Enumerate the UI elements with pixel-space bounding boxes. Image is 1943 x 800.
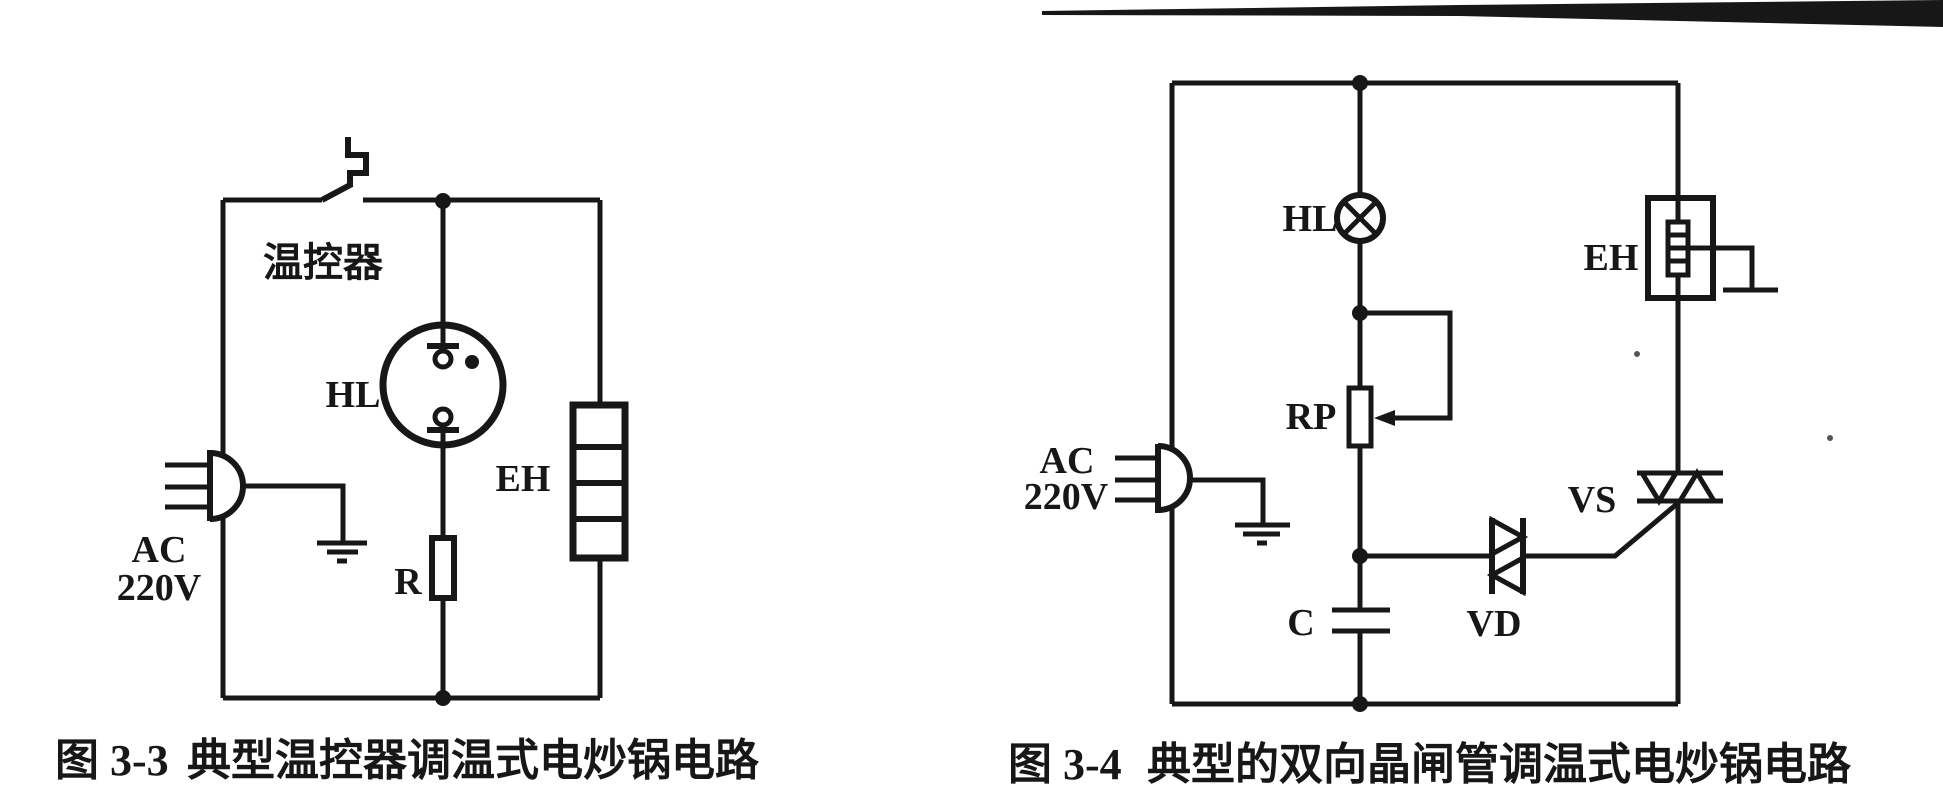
heater-symbol <box>569 401 629 562</box>
scan-artifact-bar <box>1042 0 1943 27</box>
diac-symbol <box>1360 501 1680 597</box>
wiper-loop-wire <box>1360 310 1453 421</box>
capacitor-symbol <box>1332 607 1390 634</box>
plug-prongs <box>1115 455 1158 503</box>
lamp-cross <box>1342 200 1378 236</box>
heater-label: EH <box>496 458 551 500</box>
thermostat-label: 温控器 <box>263 240 384 285</box>
power-plug-symbol <box>1115 443 1193 513</box>
indicator-lamp-symbol <box>379 200 507 698</box>
ground-wire <box>243 483 346 543</box>
resistor-label: R <box>394 561 422 603</box>
lamp-contact-dot <box>465 355 479 369</box>
potentiometer-symbol <box>1346 310 1453 449</box>
indicator-lamp-symbol <box>1334 192 1386 244</box>
diac-triangle-lower <box>1486 553 1526 597</box>
voltage-label: 220V <box>117 567 202 609</box>
supply-label: AC <box>1040 440 1095 482</box>
scan-speck <box>1634 351 1640 357</box>
junction-dot <box>1352 305 1368 321</box>
diac-triangle-upper <box>1489 515 1529 559</box>
plug-body <box>209 450 246 522</box>
resistor-symbol <box>429 535 457 601</box>
figure-3-3-circuit: 温控器 HL EH R AC 220V 图 3-3 典型温控器调温式电炒锅电路 <box>55 137 760 785</box>
earth-ground-symbol <box>243 483 367 564</box>
scan-speck <box>1827 435 1833 441</box>
switch-contact-step <box>345 137 369 186</box>
triac-label: VS <box>1568 479 1617 521</box>
diac-label: VD <box>1467 603 1522 645</box>
caption-number: 图 3-4 <box>1008 740 1122 789</box>
plug-body <box>1157 443 1193 513</box>
caption-title: 典型温控器调温式电炒锅电路 <box>187 736 760 785</box>
figure-3-3-caption: 图 3-3 典型温控器调温式电炒锅电路 <box>55 736 760 785</box>
lamp-terminal-caps <box>427 343 459 433</box>
plug-prongs <box>165 462 210 510</box>
heater-segments <box>573 444 625 522</box>
heater-symbol <box>1645 195 1778 301</box>
lamp-terminal-bottom <box>432 406 454 428</box>
potentiometer-body <box>1346 385 1374 449</box>
chassis-ground-wire <box>1688 245 1755 288</box>
caption-title: 典型的双向晶闸管调温式电炒锅电路 <box>1147 740 1852 789</box>
thermostat-switch <box>320 137 369 203</box>
junction-dot <box>1352 548 1368 564</box>
figure-3-4-circuit: HL EH RP C VD VS AC 220V 图 3-4 典型的双向晶闸管调… <box>1008 75 1852 789</box>
circuit-wires <box>220 197 603 701</box>
gate-wire-right <box>1523 501 1680 559</box>
caption-number: 图 3-3 <box>55 736 169 785</box>
junction-dot <box>1352 75 1368 91</box>
heater-element-coils <box>1668 232 1688 264</box>
heater-label: EH <box>1584 237 1639 279</box>
lamp-label: HL <box>326 374 381 416</box>
switch-blade <box>320 181 354 203</box>
junction-dot <box>435 690 451 706</box>
capacitor-label: C <box>1287 602 1314 644</box>
ground-wire <box>1190 477 1266 525</box>
potentiometer-label: RP <box>1286 396 1337 438</box>
triac-triangle-left <box>1637 470 1681 506</box>
figure-3-4-caption: 图 3-4 典型的双向晶闸管调温式电炒锅电路 <box>1008 740 1852 789</box>
supply-label: AC <box>132 529 187 571</box>
lamp-terminal-top <box>432 348 454 370</box>
circuit-wires <box>1169 80 1681 707</box>
lamp-label: HL <box>1283 198 1338 240</box>
voltage-label: 220V <box>1024 476 1109 518</box>
power-plug-symbol <box>165 450 246 522</box>
triac-symbol <box>1637 468 1723 506</box>
triac-triangle-right <box>1675 468 1719 504</box>
junction-dot <box>1352 696 1368 712</box>
triac-bars <box>1637 470 1723 504</box>
earth-ground-symbol <box>1190 477 1290 546</box>
wiper-arrowhead <box>1374 410 1395 426</box>
junction-dot <box>435 193 451 209</box>
